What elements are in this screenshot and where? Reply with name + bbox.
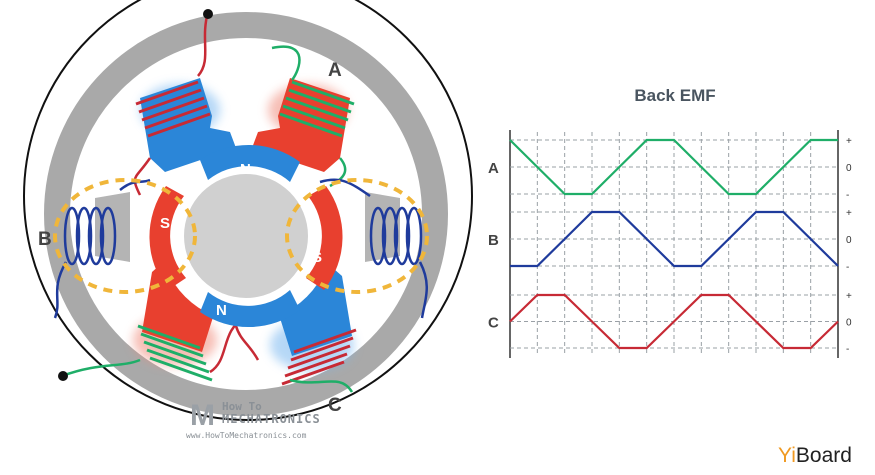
- chart-title: Back EMF: [634, 86, 716, 105]
- sign-label: 0: [846, 163, 852, 174]
- sign-label: 0: [846, 318, 852, 329]
- phase-c-label: C: [328, 395, 342, 416]
- back-emf-chart: +0 - A +0 - B +0 - C: [488, 130, 852, 358]
- row-label-b: B: [488, 232, 499, 249]
- sign-label: 0: [846, 235, 852, 246]
- magnetic-field-lines: [53, 178, 429, 294]
- sign-label: +: [846, 291, 852, 302]
- brand-prefix: Yi: [778, 444, 796, 467]
- sign-label: +: [846, 208, 852, 219]
- sign-label: -: [846, 344, 849, 355]
- series-line-c: [509, 293, 839, 350]
- wire-terminal-top: [203, 9, 213, 19]
- rotor-pole-n-bottom: N: [216, 302, 227, 319]
- rotor: [149, 144, 343, 328]
- brand-logo: YiBoard: [778, 444, 852, 468]
- brand-suffix: Board: [795, 444, 852, 467]
- coil-b-right: [319, 178, 428, 319]
- row-label-c: C: [488, 315, 499, 332]
- coil-b-left: [53, 178, 151, 319]
- wire-terminal-bottom: [58, 371, 68, 381]
- rotor-pole-n-top: N: [240, 161, 251, 178]
- watermark-logo-icon: M: [190, 399, 215, 432]
- stator-ring: [44, 12, 448, 416]
- sign-label: -: [846, 262, 849, 273]
- watermark-line2: MECHATRONICS: [222, 412, 321, 426]
- row-label-a: A: [488, 160, 499, 177]
- rotor-pole-s-right: S: [312, 249, 322, 266]
- phase-a-label: A: [328, 60, 342, 81]
- sign-label: -: [846, 190, 849, 201]
- sign-label: +: [846, 136, 852, 147]
- phase-b-label: B: [38, 229, 52, 250]
- watermark-line1: How To: [222, 400, 262, 413]
- watermark-url: www.HowToMechatronics.com: [186, 431, 307, 440]
- rotor-pole-s-left: S: [160, 215, 170, 232]
- stator-pole-top-left: [133, 11, 236, 196]
- series-line-b: [510, 210, 839, 268]
- series-line-a: [509, 138, 838, 196]
